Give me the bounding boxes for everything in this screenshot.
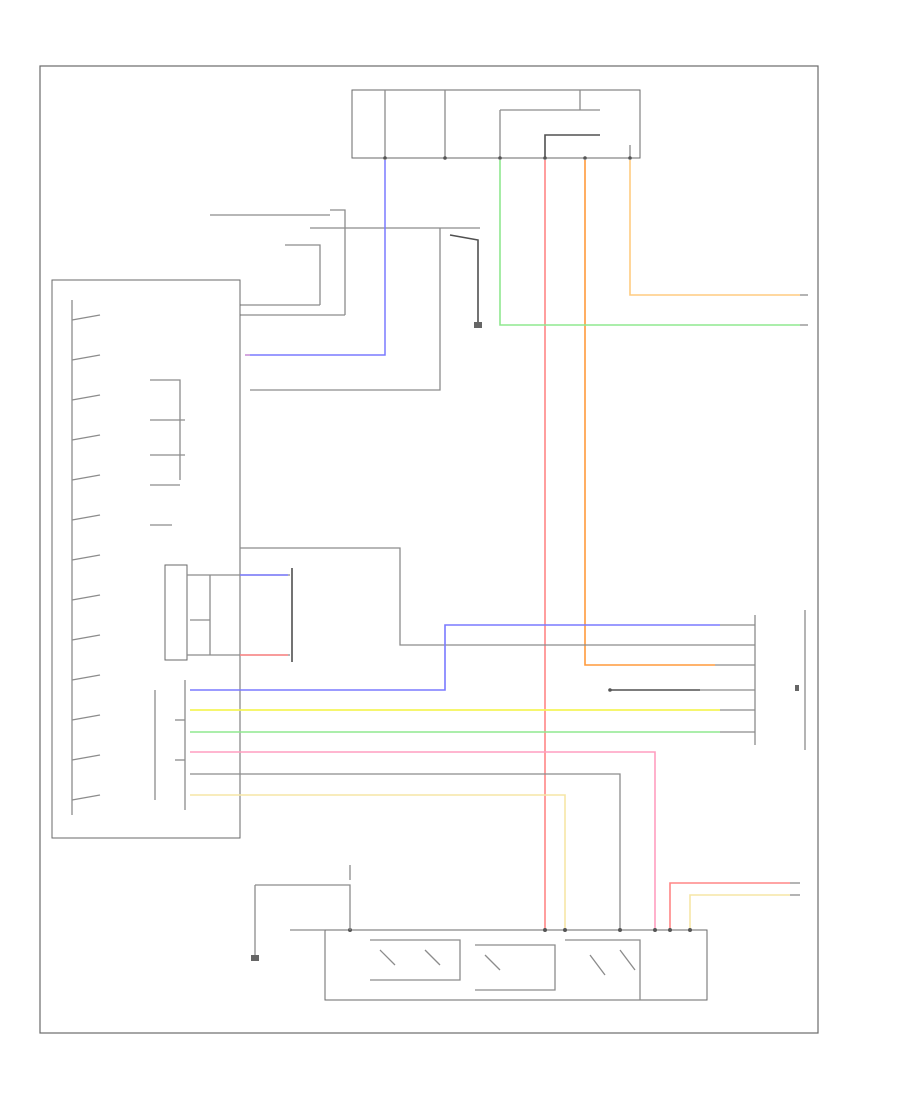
blue-wire-steering (190, 624, 720, 691)
right-terminals (790, 294, 808, 896)
fuse-relay-box (351, 89, 641, 160)
light-orange-wire-top (629, 160, 800, 296)
door-switch (251, 865, 351, 961)
orange-wire (584, 160, 715, 666)
light-yellow-wire-right (689, 894, 790, 930)
stop-lamp-switch (210, 209, 482, 391)
red-wire-right (669, 882, 790, 930)
bottom-switch-module (324, 928, 708, 1001)
gray-wire-bottom (190, 773, 621, 930)
gray-wire-steering (240, 547, 720, 646)
instrument-panel-module (51, 279, 241, 839)
pink-wire (190, 751, 656, 930)
smart-key-block (240, 568, 293, 662)
blue-wire-top (250, 160, 386, 356)
green-wire-top (499, 160, 800, 326)
diagram-frame (39, 65, 819, 1034)
light-yellow-wire (190, 794, 566, 930)
steering-column-module (700, 610, 806, 750)
